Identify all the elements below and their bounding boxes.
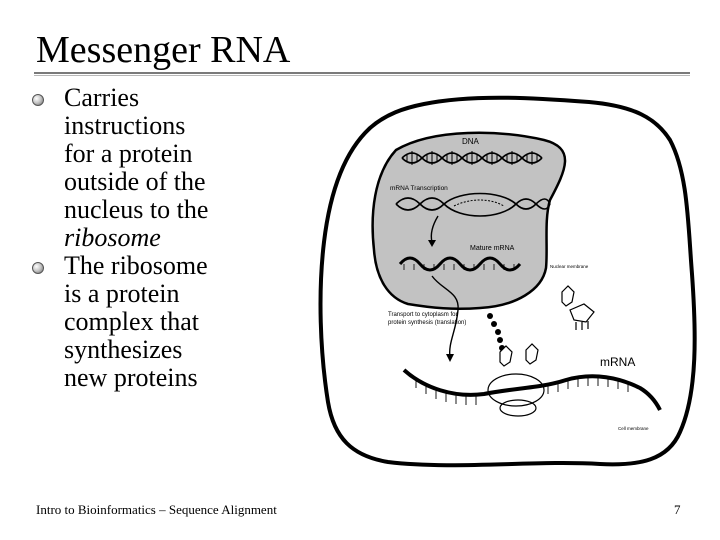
arrow-head-icon [446,354,454,362]
bullet-line: The ribosome [64,251,208,280]
arrow-to-cytoplasm [431,275,459,359]
nuclear-membrane-label: Nuclear membrane [550,264,589,269]
transport-label-line1: Transport to cytoplasm for [388,312,457,318]
footer-page-number: 7 [674,502,681,517]
title-underline [34,72,690,74]
bullet-line: synthesizes [64,335,183,364]
cell-membrane-label: Cell membrane [618,426,649,431]
arrow-to-mature-mrna [430,215,439,243]
bullet-line: complex that [64,307,200,336]
transport-label-line2: protein synthesis (translation) [388,320,466,326]
arrow-head-icon [428,240,436,247]
cell-membrane-outline [318,95,697,468]
bullet-line: is a protein [64,279,180,308]
mrna-label: mRNA [600,355,635,369]
bullet-item: Carries instructions for a protein outsi… [30,84,270,252]
bullet-line: outside of the [64,167,206,196]
mature-mrna-bases [403,264,515,270]
bullet-list: Carries instructions for a protein outsi… [30,84,270,392]
mature-mrna-label: Mature mRNA [470,245,515,252]
bullet-line: for a protein [64,139,193,168]
bullet-line: new proteins [64,363,198,392]
transcription-bubble [395,192,551,217]
bullet-line: instructions [64,111,186,140]
bullet-line: nucleus to the [64,195,209,224]
footer-course-title: Intro to Bioinformatics – Sequence Align… [36,502,277,517]
slide-title: Messenger RNA [36,29,291,71]
bullet-dot-icon [32,94,44,106]
bullet-dot-icon [32,262,44,274]
cytoplasm-mrna-bases [415,376,629,405]
ribosome-complex [487,343,545,417]
title-underline-shadow [34,75,690,76]
mrna-cell-diagram: DNA mRNA Transcription Mature mRNA Nucle… [318,95,697,468]
cytoplasm-mrna-strand [402,368,662,411]
nucleus-shape [371,131,567,311]
mature-mrna-strand [398,256,522,272]
dna-helix [401,151,543,165]
bullet-line-emphasis: ribosome [64,223,161,252]
dna-label: DNA [462,137,480,146]
bullet-item: The ribosome is a protein complex that s… [30,252,270,392]
bullet-line: Carries [64,83,140,112]
trna-free [561,285,595,330]
mrna-transcription-label: mRNA Transcription [390,185,448,192]
